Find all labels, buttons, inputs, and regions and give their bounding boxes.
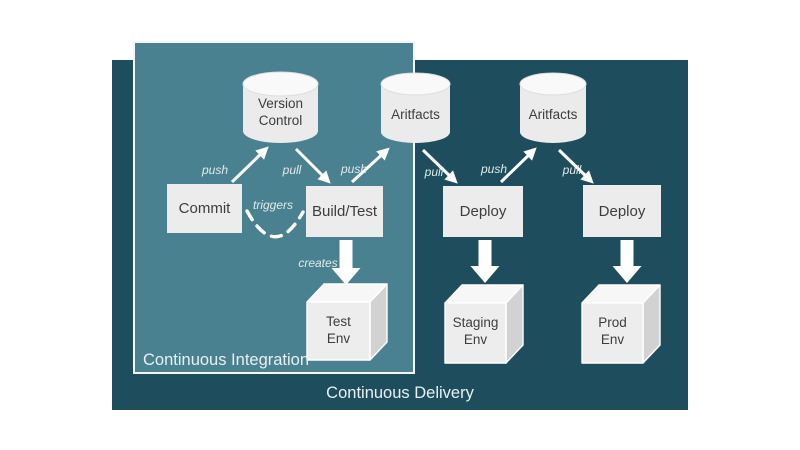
arrow-commit-push (230, 146, 269, 184)
block-arrow-prod (612, 240, 642, 283)
edge-label-push-build: push (340, 162, 368, 176)
test-env-label: Test Env (326, 314, 351, 346)
version-control-label: Version Control (257, 96, 304, 128)
arrow-artifacts-pull-prod (557, 148, 594, 184)
build-test-label: Build/Test (311, 203, 378, 220)
arrow-artifacts-pull-staging (421, 148, 458, 184)
arrow-vc-pull (294, 147, 331, 184)
edge-label-triggers: triggers (252, 198, 294, 212)
block-arrow-staging (470, 240, 500, 283)
build-test-box: Build/Test (306, 186, 383, 237)
artifacts-cd-label: Aritfacts (528, 107, 578, 122)
block-arrow-creates (331, 240, 361, 285)
deploy-prod-box: Deploy (583, 185, 661, 237)
connector-arrows (230, 146, 594, 184)
edge-label-push-commit: push (201, 163, 229, 177)
artifacts-ci-label: Aritfacts (391, 107, 440, 122)
prod-env-cube (581, 284, 661, 364)
edge-label-creates: creates (298, 256, 338, 270)
continuous-delivery-title: Continuous Delivery (326, 384, 474, 402)
dashed-triggers-curve (245, 209, 305, 239)
commit-box: Commit (167, 184, 242, 233)
arrow-deploy-push (499, 147, 537, 184)
artifacts-ci-cylinder (380, 72, 451, 143)
staging-env-cube (444, 284, 524, 364)
version-control-cylinder (242, 71, 319, 143)
block-arrows (331, 240, 642, 285)
continuous-integration-title: Continuous Integration (143, 351, 310, 369)
deploy-staging-label: Deploy (459, 203, 507, 220)
prod-env-label: Prod Env (598, 315, 627, 347)
edge-label-push-deploy: push (480, 162, 508, 176)
arrow-build-push (350, 147, 390, 184)
deploy-staging-box: Deploy (443, 186, 523, 237)
artifacts-cd-cylinder (519, 72, 587, 143)
edge-label-pull-deploy-prod: pull (562, 163, 582, 177)
edge-label-pull-build: pull (282, 163, 302, 177)
deploy-prod-label: Deploy (598, 202, 646, 220)
test-env-cube (306, 283, 388, 361)
staging-env-label: Staging Env (452, 315, 499, 347)
commit-label: Commit (178, 200, 231, 217)
edge-label-pull-deploy-staging: pull (424, 165, 444, 179)
